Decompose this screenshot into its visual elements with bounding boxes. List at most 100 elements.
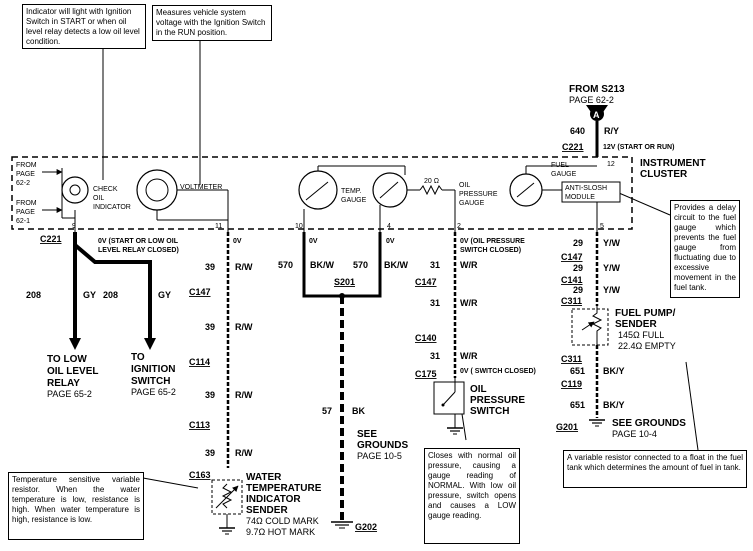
ground-wiring: 0V 0V 570 BK/W 570 BK/W S201 57 BK SEE G… xyxy=(278,232,408,532)
temp-gauge-2: GAUGE xyxy=(341,197,367,204)
ground-g201: G201 xyxy=(556,422,578,432)
see-grounds2-2: PAGE 10-4 xyxy=(612,429,657,439)
oil-gauge-2: PRESSURE xyxy=(459,191,498,198)
relay-2: OIL LEVEL xyxy=(47,366,99,377)
from-bot-2: PAGE xyxy=(16,209,35,216)
check-oil-1: CHECK xyxy=(93,186,118,193)
voltmeter-label: VOLTMETER xyxy=(180,184,222,191)
note-voltmeter: Measures vehicle system voltage with the… xyxy=(152,5,272,41)
conn-c163: C163 xyxy=(189,470,211,480)
anti-slosh-1: ANTI-SLOSH xyxy=(565,185,607,192)
oil-gauge-1: OIL xyxy=(459,182,470,189)
oil-sw-1: OIL xyxy=(470,384,487,395)
v0-bk2: 0V xyxy=(386,238,395,245)
fuel-pump-2: SENDER xyxy=(615,319,657,330)
oil-note-2: SWITCH CLOSED) xyxy=(460,247,521,254)
wire-31b: 31 xyxy=(430,298,440,308)
wire-29a-color: Y/W xyxy=(603,238,621,248)
oil-note-3: 0V ( SWITCH CLOSED) xyxy=(460,368,536,375)
wire-29b: 29 xyxy=(573,263,583,273)
wire-651a-color: BK/Y xyxy=(603,366,625,376)
pin-2: 2 xyxy=(457,223,461,230)
oil-sw-3: SWITCH xyxy=(470,406,509,417)
conn-c311b: C311 xyxy=(561,354,582,364)
anti-slosh-2: MODULE xyxy=(565,194,595,201)
fuel-sender-wiring: 29 Y/W C147 29 Y/W C141 29 Y/W C311 FUEL… xyxy=(556,232,686,439)
fuel-empty: 22.4Ω EMPTY xyxy=(618,341,676,351)
left-note-2: LEVEL RELAY CLOSED) xyxy=(98,247,179,254)
fuse-id: A xyxy=(593,110,600,120)
conn-c147b: C147 xyxy=(415,277,437,287)
wire-208b: 208 xyxy=(103,290,118,300)
source-from: FROM S213 xyxy=(569,84,625,95)
wire-39d-color: R/W xyxy=(235,448,253,458)
wire-39a-color: R/W xyxy=(235,262,253,272)
fuse-source: FROM S213 PAGE 62-2 A 640 R/Y C221 12V (… xyxy=(562,84,674,157)
wire-29a: 29 xyxy=(573,238,583,248)
left-wiring: C221 0V (START OR LOW OIL LEVEL RELAY CL… xyxy=(26,232,179,399)
wire-570a: 570 xyxy=(278,260,293,270)
from-bot-3: 62-1 xyxy=(16,218,30,225)
wire-208a-color: GY xyxy=(83,290,96,300)
wire-570a-color: BK/W xyxy=(310,260,334,270)
anti-slosh-module xyxy=(561,181,621,203)
conn-c147c: C147 xyxy=(561,252,583,262)
from-bot-1: FROM xyxy=(16,200,37,207)
see-grounds-2: GROUNDS xyxy=(357,440,408,451)
wire-570b: 570 xyxy=(353,260,368,270)
note-oil-switch: Closes with normal oil pressure, causing… xyxy=(424,448,520,544)
check-oil-lamp-icon xyxy=(61,176,89,204)
from-top-2: PAGE xyxy=(16,171,35,178)
fuel-gauge-2: GAUGE xyxy=(551,171,577,178)
relay-4: PAGE 65-2 xyxy=(47,389,92,399)
leader-lines xyxy=(102,41,699,489)
oil-switch-wiring: 0V (OIL PRESSURE SWITCH CLOSED) 31 W/R C… xyxy=(415,232,536,435)
note-fuel-sender: A variable resistor connected to a float… xyxy=(563,450,747,488)
oil-note-1: 0V (OIL PRESSURE xyxy=(460,238,525,245)
wire-57: 57 xyxy=(322,406,332,416)
cluster-internals: FROM PAGE 62-2 FROM PAGE 62-1 CHECK OIL … xyxy=(16,161,621,232)
conn-c221-left: C221 xyxy=(40,234,62,244)
check-oil-2: OIL xyxy=(93,195,104,202)
relay-3: RELAY xyxy=(47,378,80,389)
wire-31c-color: W/R xyxy=(460,351,478,361)
temp-gauge-1: TEMP. xyxy=(341,188,362,195)
conn-c114: C114 xyxy=(189,357,210,367)
see-grounds-1: SEE xyxy=(357,429,377,440)
wire-39b-color: R/W xyxy=(235,322,253,332)
cluster-title-2: CLUSTER xyxy=(640,169,688,180)
conn-c140: C140 xyxy=(415,333,437,343)
fuel-sender-icon xyxy=(571,308,609,346)
pin-12: 12 xyxy=(607,161,615,168)
conn-c119: C119 xyxy=(561,379,582,389)
wire-57-color: BK xyxy=(352,406,365,416)
fuel-full: 145Ω FULL xyxy=(618,330,664,340)
wire-31c: 31 xyxy=(430,351,440,361)
conn-c113: C113 xyxy=(189,420,210,430)
wire-651b: 651 xyxy=(570,400,585,410)
pin-10: 10 xyxy=(295,223,303,230)
resistor-20-ohm: 20 Ω xyxy=(424,178,439,185)
note-temp-sender: Temperature sensitive variable resistor.… xyxy=(8,472,144,540)
pin-11: 11 xyxy=(215,223,222,230)
pin-4: 4 xyxy=(387,223,391,230)
oil-pressure-gauge-icon xyxy=(372,172,408,208)
from-top-1: FROM xyxy=(16,162,37,169)
wire-39d: 39 xyxy=(205,448,215,458)
wire-570b-color: BK/W xyxy=(384,260,408,270)
wire-640: 640 xyxy=(570,126,585,136)
wire-29b-color: Y/W xyxy=(603,263,621,273)
ign-2: IGNITION xyxy=(131,364,175,375)
wire-208b-color: GY xyxy=(158,290,171,300)
note-check-oil: Indicator will light with Ignition Switc… xyxy=(22,4,146,49)
water-3: INDICATOR xyxy=(246,494,301,505)
wire-31b-color: W/R xyxy=(460,298,478,308)
check-oil-3: INDICATOR xyxy=(93,204,131,211)
oil-gauge-3: GAUGE xyxy=(459,200,485,207)
cluster-title-1: INSTRUMENT xyxy=(640,158,706,169)
ground-g202: G202 xyxy=(355,522,377,532)
ign-3: SWITCH xyxy=(131,376,170,387)
wire-29c: 29 xyxy=(573,285,583,295)
conn-c175: C175 xyxy=(415,369,437,379)
water-2: TEMPERATURE xyxy=(246,483,322,494)
